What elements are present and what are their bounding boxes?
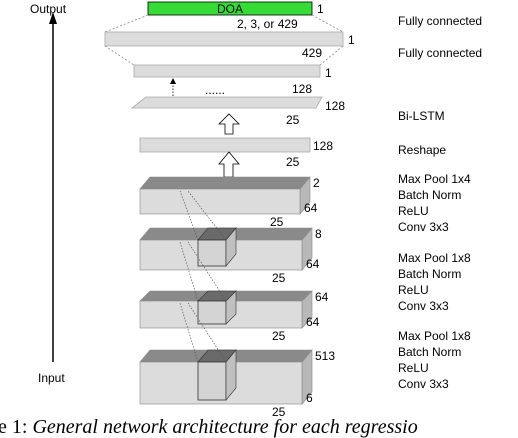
conv-description-line: ReLU <box>398 361 429 375</box>
conv-dim-right: 64 <box>304 201 318 215</box>
bilstm-input-arrow <box>218 113 240 135</box>
conv-block-3: 64 64 25 <box>139 241 329 343</box>
conv-dim-depth: 64 <box>315 290 329 304</box>
conv-kernel-side <box>225 290 237 325</box>
bilstm-plane <box>130 96 323 109</box>
conv-block-front-face <box>139 188 301 215</box>
conv-projection-line <box>187 190 227 241</box>
fc1-note: 2, 3, or 429 <box>237 17 298 31</box>
conv-description-line: Conv 3x3 <box>398 377 449 391</box>
output-doa-bar: DOA 1 <box>147 1 324 16</box>
fc1-dim-bottom: 429 <box>302 46 322 60</box>
reshape-dim-bottom: 25 <box>286 155 300 169</box>
conv-description-line: Max Pool 1x8 <box>398 329 471 343</box>
conv-projection-line <box>187 241 227 302</box>
conv-description-line: Conv 3x3 <box>398 299 449 313</box>
conv-kernel-front <box>197 239 227 267</box>
conv-description-line: Max Pool 1x8 <box>398 251 471 265</box>
conv-description-line: Batch Norm <box>398 188 461 202</box>
conv-projection-line <box>187 302 227 363</box>
output-label: Output <box>30 2 67 16</box>
fc1-link-right <box>311 14 344 33</box>
conv-description-line: Batch Norm <box>398 267 461 281</box>
caption-text: General network architecture for each re… <box>32 416 417 438</box>
fc1-link-left <box>104 14 149 33</box>
conv-dim-depth: 2 <box>313 176 320 190</box>
conv-description-line: Batch Norm <box>398 345 461 359</box>
conv-kernel-side <box>225 227 237 267</box>
doa-bar-fill <box>147 1 313 16</box>
fc2-link-right <box>319 45 344 66</box>
fc2-box <box>133 64 321 78</box>
conv-description-line: ReLU <box>398 283 429 297</box>
fc1-dim-right: 1 <box>348 33 355 47</box>
conv-dim-right: 64 <box>306 257 320 271</box>
fc2-title: Fully connected <box>398 46 482 60</box>
conv-block-top-face <box>139 176 311 190</box>
bilstm-dim-top: 128 <box>292 82 312 96</box>
bilstm-dim-bottom: 25 <box>286 113 300 127</box>
fc1-box <box>104 31 344 47</box>
conv-description-line: Conv 3x3 <box>398 220 449 234</box>
fc-layer-1: 2, 3, or 429 1 429 Fully connected <box>104 14 482 60</box>
conv-kernel-front <box>197 361 227 401</box>
doa-label: DOA <box>217 2 243 16</box>
fc1-title: Fully connected <box>398 14 482 28</box>
conv-dim-bottom: 25 <box>270 215 284 229</box>
conv-description-line: ReLU <box>398 204 429 218</box>
bilstm-title: Bi-LSTM <box>398 109 445 123</box>
conv-kernel-side <box>225 349 237 401</box>
conv-dim-depth: 513 <box>315 349 335 363</box>
conv-dim-depth: 8 <box>315 227 322 241</box>
caption-prefix: e 1: <box>0 416 32 438</box>
conv-projection-line <box>179 302 199 363</box>
fc2-link-left <box>104 45 135 66</box>
conv-dim-bottom: 25 <box>272 271 286 285</box>
fc-layer-2: 1 Fully connected <box>104 45 482 80</box>
conv-kernel-front <box>197 300 227 325</box>
conv-dim-right: 6 <box>306 391 313 405</box>
input-label: Input <box>38 371 65 385</box>
conv-blocks: 2 64 25 8 64 25 64 64 25 513 6 25 Max Pool 1x4Batch … <box>139 172 471 419</box>
conv-block-4: 513 6 25 <box>139 302 335 419</box>
fc2-dim-right: 1 <box>325 66 332 80</box>
conv-block-1: 2 64 25 <box>139 176 320 229</box>
bilstm-dotted-arrowhead <box>170 78 176 84</box>
conv-description-line: Max Pool 1x4 <box>398 172 471 186</box>
conv-dim-bottom: 25 <box>272 329 286 343</box>
conv-block-2: 8 64 25 <box>139 190 322 285</box>
conv-dim-right: 64 <box>306 315 320 329</box>
doa-dim: 1 <box>317 2 324 16</box>
reshape-box <box>139 137 311 153</box>
reshape-layer: 128 25 Reshape <box>139 137 446 169</box>
bilstm-layer: ...... 128 128 25 Bi-LSTM <box>130 78 445 127</box>
reshape-input-arrow <box>218 151 240 178</box>
reshape-title: Reshape <box>398 143 446 157</box>
conv-projection-line <box>179 241 199 302</box>
figure-caption: e 1: General network architecture for ea… <box>0 416 418 438</box>
reshape-dim-right: 128 <box>313 139 333 153</box>
conv-dim-bottom: 25 <box>272 405 286 419</box>
bilstm-dots: ...... <box>205 83 225 97</box>
bilstm-dim-right: 128 <box>325 99 345 113</box>
flow-axis-arrowhead <box>49 12 57 24</box>
